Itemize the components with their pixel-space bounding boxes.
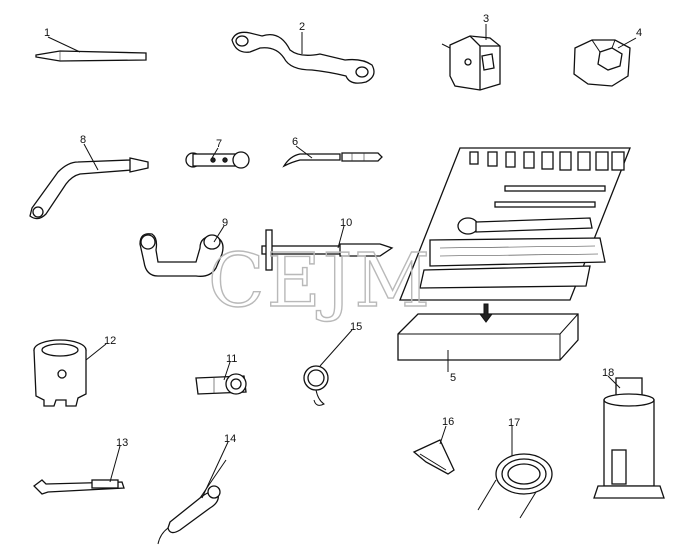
callout-4: 4 — [636, 27, 642, 39]
callout-6: 6 — [292, 136, 298, 148]
part-11-sleeve — [195, 373, 247, 395]
callout-8: 8 — [80, 134, 86, 146]
part-12-spanner-socket — [33, 339, 87, 407]
part-14-grease-gun — [157, 459, 227, 545]
callout-18: 18 — [602, 367, 614, 379]
callout-1: 1 — [44, 27, 50, 39]
callout-7: 7 — [216, 138, 222, 150]
part-1-drift — [35, 50, 147, 62]
part-15-pressure-gauge — [303, 365, 329, 406]
part-7-double-socket — [185, 151, 250, 169]
part-10-tbar-wrench — [261, 229, 394, 271]
part-8-bent-wrench — [29, 157, 149, 220]
callout-17: 17 — [508, 417, 520, 429]
part-6-screwdriver — [282, 152, 383, 168]
callout-5: 5 — [450, 372, 456, 384]
part-3-hex-socket — [441, 35, 501, 91]
part-17-hose — [477, 453, 553, 519]
callout-15: 15 — [350, 321, 362, 333]
part-13-rod — [33, 479, 125, 495]
callout-12: 12 — [104, 335, 116, 347]
part-5-tool-box — [397, 303, 579, 361]
callout-2: 2 — [299, 21, 305, 33]
callout-14: 14 — [224, 433, 236, 445]
callout-11: 11 — [226, 353, 237, 365]
part-2-offset-wrench — [231, 31, 375, 84]
leader-lines — [47, 24, 637, 499]
callout-numbers: 1 2 3 4 5 6 7 8 9 10 11 12 13 14 15 16 1… — [44, 13, 642, 449]
watermark: СЕЈМ — [208, 238, 432, 324]
callout-16: 16 — [442, 416, 454, 428]
callout-13: 13 — [116, 437, 128, 449]
callout-3: 3 — [483, 13, 489, 25]
part-18-jack — [593, 377, 665, 499]
part-16-bracket — [412, 439, 455, 475]
callout-9: 9 — [222, 217, 228, 229]
callout-10: 10 — [340, 217, 352, 229]
part-9-u-handle — [139, 233, 224, 277]
part-5-socket-tray — [399, 147, 631, 301]
part-4-large-socket — [573, 39, 631, 87]
